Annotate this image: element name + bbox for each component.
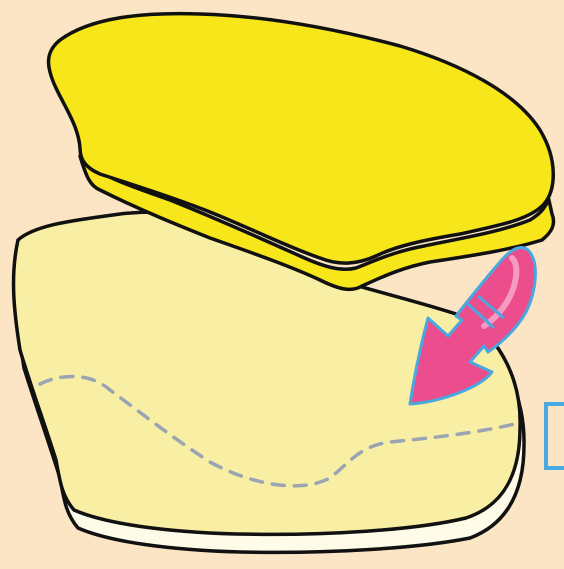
arrow-down-left-icon <box>410 248 535 404</box>
partial-box-marker-icon <box>546 404 564 468</box>
